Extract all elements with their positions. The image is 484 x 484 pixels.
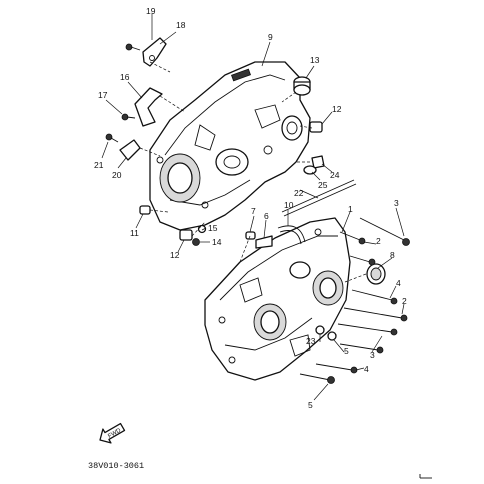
label-14: 14 [212,237,222,247]
hose-22 [281,179,357,217]
label-12-upper: 12 [332,104,342,114]
label-4-lower: 4 [364,364,369,374]
bracket-18 [142,37,167,67]
oil-seal-8 [366,263,386,285]
guide-plate-16 [134,87,163,127]
left-crankcase-cover [149,61,311,231]
label-8: 8 [390,250,395,260]
forward-arrow: FWD [99,422,126,444]
bolt-14 [192,238,200,246]
label-19: 19 [146,6,156,16]
label-18: 18 [176,20,186,30]
label-16: 16 [120,72,130,82]
washer-25 [303,165,317,175]
dowel-pin-11 [139,205,151,215]
right-crankcase [204,217,351,381]
dowel-7 [245,231,256,240]
dowel-23 [315,325,337,341]
assembly-lines [139,61,367,283]
clip-6 [255,235,273,249]
clamp-20 [119,139,141,161]
label-25: 25 [318,180,328,190]
label-6: 6 [264,211,269,221]
label-2-lower: 2 [402,296,407,306]
label-1: 1 [348,204,353,214]
collar-12-lower [179,229,193,241]
label-15: 15 [208,223,218,233]
cap-13 [293,76,311,96]
label-12-lower: 12 [170,250,180,260]
label-10: 10 [284,200,294,210]
bolt-17 [121,113,136,121]
label-11: 11 [130,228,139,238]
hose-10 [277,225,306,245]
label-21: 21 [94,160,104,170]
label-23: 23 [306,336,316,346]
leader-lines [101,14,405,401]
label-5-middle: 5 [344,346,349,356]
bolt-set-right [299,217,410,384]
label-17: 17 [98,90,108,100]
label-24: 24 [330,170,340,180]
document-code: 38V010-3061 [88,461,144,471]
collar-12-upper [309,121,323,133]
label-3-lower: 3 [370,350,375,360]
label-3-top: 3 [394,198,399,208]
bolt-19 [125,43,141,51]
corner-mark [419,474,432,479]
label-5-bottom: 5 [308,400,313,410]
label-2-top: 2 [376,236,381,246]
label-22: 22 [294,188,304,198]
label-7: 7 [251,206,256,216]
label-9: 9 [268,32,273,42]
label-20: 20 [112,170,122,180]
bolt-21 [105,133,119,143]
label-4-upper: 4 [396,278,401,288]
label-13: 13 [310,55,320,65]
part-labels: 19 18 9 13 16 17 12 21 20 24 25 22 3 1 1… [94,6,407,410]
